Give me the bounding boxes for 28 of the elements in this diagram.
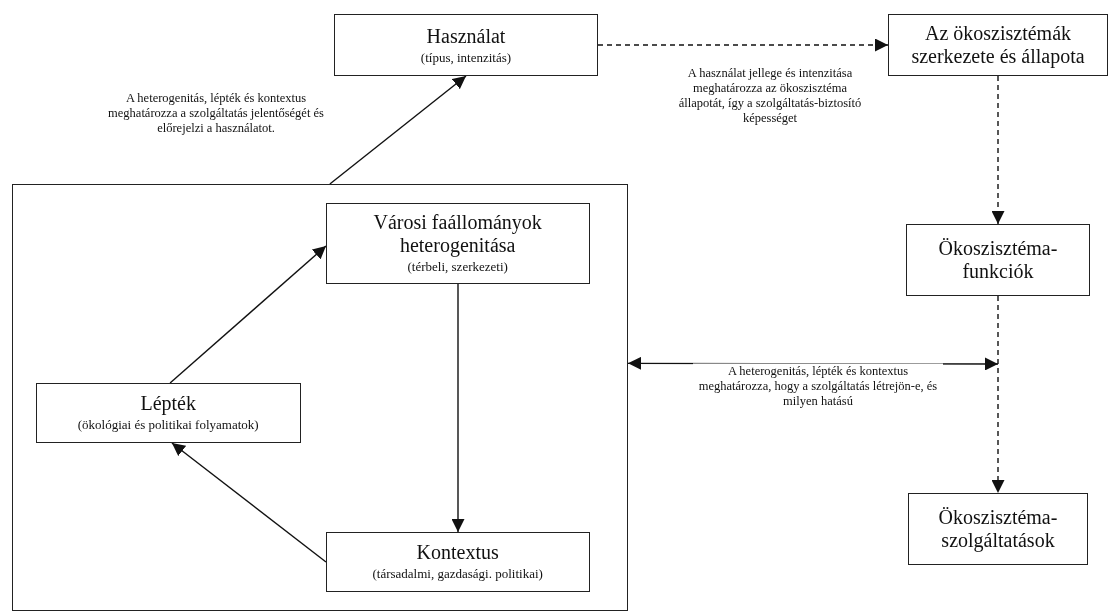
concept-box: [334, 14, 598, 76]
concept-box: [325, 202, 590, 284]
concept-box: [908, 493, 1088, 565]
node-subtitle: (típus, intenzitás): [420, 49, 512, 66]
node-subtitle: (társadalmi, gazdasági. politikai): [372, 566, 543, 583]
node-title: Kontextus: [416, 541, 499, 565]
arrow: [171, 442, 327, 563]
node-title: Városi faállományok heterogenitása: [372, 211, 543, 258]
node-title: Lépték: [140, 392, 196, 416]
node-title: Az ökoszisztémák szerkezete és állapota: [910, 22, 1086, 68]
concept-box: [888, 14, 1108, 76]
concept-box: [325, 531, 590, 592]
concept-box: [35, 382, 301, 443]
arrow: [451, 283, 465, 533]
dashed-arrow: [991, 295, 1005, 494]
dashed-arrow: [991, 75, 1005, 225]
concept-box: [906, 224, 1090, 296]
dashed-arrow: [597, 38, 889, 52]
arrow: [169, 245, 327, 384]
node-title: Ökoszisztéma-funkciók: [937, 237, 1059, 283]
arrow: [329, 75, 467, 185]
node-title: Használat: [426, 24, 506, 48]
frame-box: [12, 184, 628, 611]
edge-label: A heterogenitás, lépték és kontextus meghatározza, hogy a szolgáltatás létrejön-e, és milyen hatású: [693, 363, 943, 409]
edge-label: A használat jellege és intenzitása meghatározza az ökoszisztéma állapotát, így a szolgáltatás-biztosító képességet: [677, 66, 863, 126]
node-subtitle: (ökológiai és politikai folyamatok): [77, 417, 259, 434]
node-subtitle: (térbeli, szerkezeti): [407, 259, 508, 276]
node-title: Ökoszisztéma-szolgáltatások: [937, 506, 1059, 552]
